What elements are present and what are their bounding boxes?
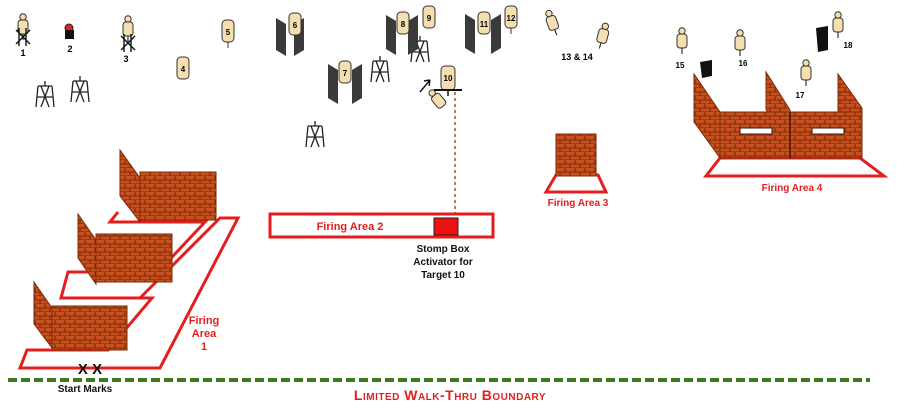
target-8-label: 8	[401, 20, 406, 29]
target-12: 12	[504, 5, 518, 34]
stomp-box-caption-line3: Target 10	[421, 270, 465, 281]
sawhorse-stand	[35, 80, 55, 108]
target-7-label: 7	[343, 69, 348, 78]
firing-area-1-label-line2: Area	[192, 328, 217, 340]
start-marks-symbol: X X	[78, 361, 102, 378]
target-5-label: 5	[226, 28, 231, 37]
target-18-label: 18	[844, 41, 853, 50]
target-2: 2	[64, 23, 74, 54]
firing-area-2-label: Firing Area 2	[317, 221, 384, 233]
stomp-box-caption: Stomp Box Activator for Target 10	[413, 244, 473, 281]
target-15: 15	[676, 27, 712, 78]
target-7: 7	[328, 60, 362, 104]
target-3-label: 3	[123, 54, 128, 64]
target-18: 18	[816, 11, 853, 52]
target-2-label: 2	[67, 44, 72, 54]
firing-area-4: Firing Area 4	[693, 70, 889, 194]
target-12-label: 12	[507, 14, 516, 23]
firing-area-3-label: Firing Area 3	[548, 198, 609, 209]
target-17-label: 17	[796, 91, 805, 100]
target-16: 16	[734, 29, 748, 68]
start-marks-label: Start Marks	[58, 384, 113, 395]
firing-area-1-label-line3: 1	[201, 341, 207, 353]
target-4: 4	[176, 56, 190, 80]
sawhorse-stand	[305, 120, 325, 148]
start-marks: X X Start Marks	[58, 361, 113, 395]
sawhorse-stand	[70, 75, 90, 103]
stomp-box-caption-line2: Activator for	[413, 257, 473, 268]
target-5: 5	[221, 19, 235, 48]
firing-area-1-label: Firing Area 1	[189, 315, 220, 353]
stomp-box-caption-line1: Stomp Box	[417, 244, 470, 255]
target-13-14-label: 13 & 14	[561, 52, 593, 62]
target-1-label: 1	[20, 48, 25, 58]
target-8: 8	[386, 11, 418, 55]
target-3: 3	[120, 15, 136, 64]
stomp-box	[433, 217, 459, 236]
target-9: 9	[422, 5, 436, 29]
firing-area-3: Firing Area 3	[543, 133, 609, 209]
target-11-label: 11	[480, 20, 489, 29]
target-6-label: 6	[293, 21, 298, 30]
target-15-label: 15	[676, 61, 685, 70]
walk-thru-boundary-label: Limited Walk-Thru Boundary	[354, 387, 546, 403]
firing-area-4-label: Firing Area 4	[762, 183, 823, 194]
target-16-label: 16	[739, 59, 748, 68]
target-11: 11	[465, 11, 501, 54]
target-13-14: 13 & 14	[542, 8, 612, 62]
firing-area-1-walls	[33, 148, 217, 351]
target-17: 17	[796, 59, 812, 100]
firing-area-1-fault-line	[17, 211, 241, 370]
firing-area-2: Firing Area 2	[268, 212, 495, 239]
firing-area-1-label-line1: Firing	[189, 315, 220, 327]
target-10-label: 10	[444, 74, 453, 83]
target-9-label: 9	[427, 14, 432, 23]
target-1: 1	[15, 13, 31, 58]
sawhorse-stand	[370, 55, 390, 83]
target-6: 6	[276, 12, 304, 56]
target-10: 10	[419, 65, 462, 222]
target-4-label: 4	[181, 65, 186, 74]
